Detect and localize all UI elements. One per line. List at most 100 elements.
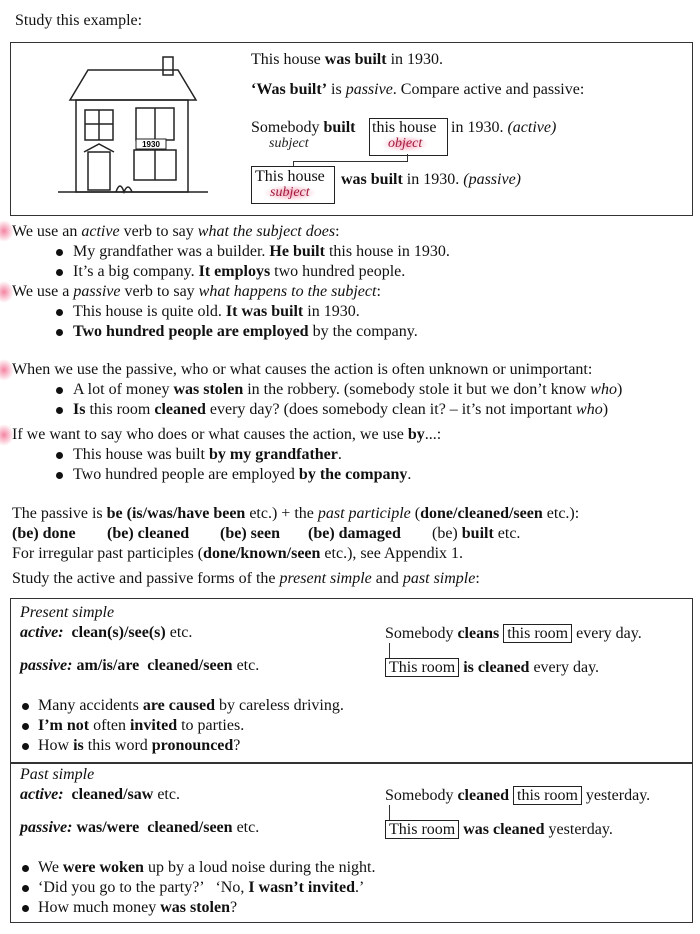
- text-segment: We use a: [12, 283, 74, 300]
- house-sign: 1930: [142, 140, 160, 149]
- text-segment: (: [410, 505, 421, 522]
- text-segment: was stolen: [173, 381, 244, 398]
- example-sentence: Is this room cleaned every day? (does so…: [73, 400, 608, 420]
- text-segment: :: [376, 283, 381, 300]
- text-segment: For irregular past participles (: [12, 545, 204, 562]
- text-segment: who: [576, 401, 603, 418]
- text-segment: was cleaned: [463, 821, 545, 838]
- text-segment: was stolen: [160, 899, 230, 916]
- connector: [293, 161, 408, 163]
- text-segment: etc.: [232, 819, 260, 836]
- text-segment: etc.) + the: [245, 505, 318, 522]
- text-segment: yesterday.: [581, 787, 651, 804]
- text-segment: :: [475, 570, 480, 587]
- highlight-mark: [0, 424, 14, 446]
- text-segment: It employs: [198, 263, 271, 280]
- active-form: active: cleaned/saw etc.: [20, 785, 180, 805]
- text-segment: cleaned: [154, 401, 206, 418]
- section-heading: When we use the passive, who or what cau…: [12, 360, 592, 380]
- text-segment: done/known/seen: [203, 545, 321, 562]
- text-segment: is: [73, 737, 84, 754]
- table-title: Past simple: [20, 766, 95, 783]
- text-segment: Study this example:: [15, 12, 143, 29]
- text-segment: by the company.: [308, 323, 418, 340]
- text-segment: How much money: [38, 899, 161, 916]
- text-segment: ): [616, 381, 623, 398]
- text-segment: in the robbery. (somebody stole it but w…: [243, 381, 591, 398]
- connector: [389, 650, 391, 658]
- text-segment: ‘Was built’: [251, 81, 328, 98]
- text-segment: :: [335, 223, 340, 240]
- text-segment: this room: [85, 401, 155, 418]
- text-segment: Somebody: [385, 625, 458, 642]
- text-segment: Somebody: [385, 787, 458, 804]
- text-segment: built: [461, 525, 494, 542]
- example-sentence: ‘Did you go to the party?’ ‘No, I wasn’t…: [38, 878, 364, 898]
- example-sentence: Many accidents are caused by careless dr…: [38, 696, 344, 716]
- text-segment: .: [337, 446, 342, 463]
- text-segment: (active): [507, 119, 557, 136]
- text-segment: ?: [233, 737, 241, 754]
- section-heading: We use an active verb to say what the su…: [12, 222, 340, 242]
- text-segment: etc.: [165, 624, 193, 641]
- bullet-icon: [22, 885, 29, 892]
- active-example: Somebody cleans this room every day.: [385, 624, 642, 644]
- text-segment: etc.: [493, 525, 521, 542]
- text-segment: clean(s)/see(s): [63, 624, 166, 641]
- text-segment: invited: [129, 717, 178, 734]
- form-line-3: For irregular past participles (done/kno…: [12, 544, 463, 564]
- text-segment: We use an: [12, 223, 82, 240]
- text-segment: this word: [83, 737, 152, 754]
- text-segment: be (is/was/have been: [106, 505, 246, 522]
- text-segment: ): [602, 401, 609, 418]
- text-segment: by the company: [298, 466, 408, 483]
- text-segment: This house is quite old.: [73, 303, 226, 320]
- active-form: active: clean(s)/see(s) etc.: [20, 623, 192, 643]
- text-segment: is cleaned: [463, 659, 530, 676]
- bullet-icon: [22, 703, 29, 710]
- text-segment: We: [38, 859, 63, 876]
- example-sentence: Two hundred people are employed by the c…: [73, 322, 418, 342]
- text-segment: How: [38, 737, 74, 754]
- text-segment: in 1930.: [451, 119, 508, 136]
- text-segment: past participle: [317, 505, 411, 522]
- highlight-mark: [0, 220, 14, 242]
- text-segment: cleaned/saw: [63, 786, 154, 803]
- text-segment: in 1930.: [402, 171, 464, 188]
- object-box: [369, 118, 448, 156]
- boxed-phrase: This room: [385, 820, 460, 839]
- subject-label: subject: [269, 136, 309, 151]
- form-line-1: The passive is be (is/was/have been etc.…: [12, 504, 579, 524]
- text-segment: If we want to say who does or what cause…: [12, 426, 408, 443]
- subject-box: [251, 166, 335, 204]
- text-segment: up by a loud noise during the night.: [143, 859, 376, 876]
- text-segment: cleaned: [457, 787, 509, 804]
- section-heading: We use a passive verb to say what happen…: [12, 282, 381, 302]
- text-segment: Somebody: [251, 119, 324, 136]
- text-segment: in 1930.: [303, 303, 360, 320]
- passive-form: passive: was/were cleaned/seen etc.: [20, 818, 259, 838]
- example-box: [10, 42, 693, 216]
- text-segment: yesterday.: [544, 821, 613, 838]
- text-segment: by my grandfather: [209, 446, 338, 463]
- text-segment: (be) damaged: [308, 525, 401, 542]
- form-example-5: (be) built etc.: [432, 524, 520, 544]
- highlight-mark: [0, 359, 14, 381]
- bullet-icon: [56, 452, 63, 459]
- text-segment: am/is/are cleaned/seen: [72, 657, 233, 674]
- text-segment: verb to say: [119, 223, 198, 240]
- form-example-3: (be) seen: [220, 524, 280, 544]
- text-segment: who: [590, 381, 617, 398]
- example-sentence: This house is quite old. It was built in…: [73, 302, 360, 322]
- text-segment: etc.):: [542, 505, 580, 522]
- bullet-icon: [22, 743, 29, 750]
- text-segment: Many accidents: [38, 697, 143, 714]
- text-segment: passive:: [20, 657, 73, 674]
- text-segment: active:: [20, 786, 64, 803]
- text-segment: every day.: [572, 625, 642, 642]
- example-sentence: It’s a big company. It employs two hundr…: [73, 262, 405, 282]
- passive-subject: This house: [255, 168, 325, 185]
- bullet-icon: [56, 269, 63, 276]
- example-sentence: How much money was stolen?: [38, 898, 237, 918]
- text-segment: verb to say: [120, 283, 199, 300]
